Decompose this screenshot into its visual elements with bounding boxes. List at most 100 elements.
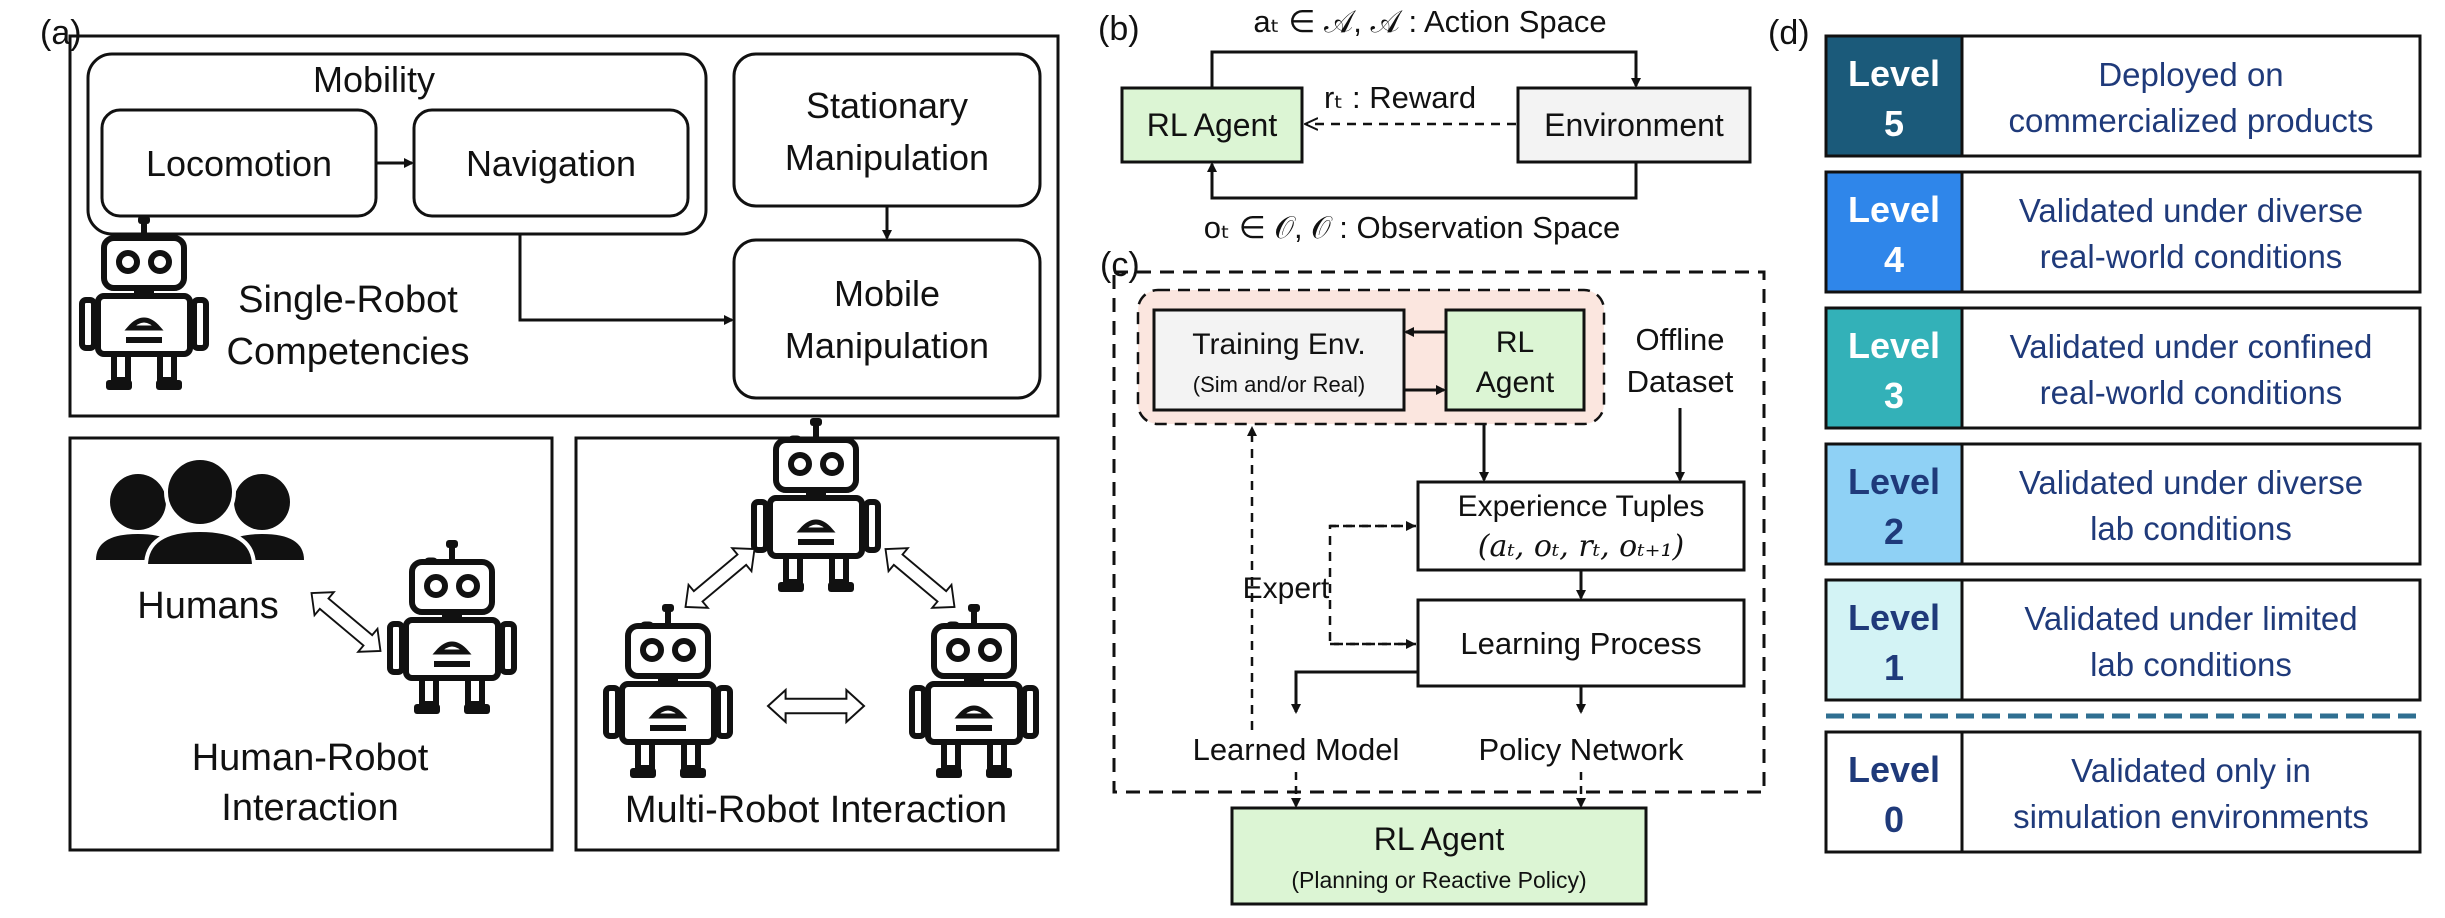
single-robot-panel (68, 34, 1060, 418)
learning-process-box (1416, 598, 1746, 688)
observation-arrow (1207, 162, 1638, 200)
human-robot-panel (68, 436, 554, 852)
level-desc-line1: Validated under diverse (2019, 192, 2363, 229)
humans-label: Humans (137, 585, 279, 627)
level-desc-line2: simulation environments (2013, 798, 2369, 835)
hri-line2: Interaction (221, 787, 398, 829)
level-desc-line1: Validated under limited (2024, 600, 2357, 637)
multi-robot-left-icon (606, 604, 730, 778)
mobile-label-line1: Mobile (834, 273, 940, 314)
training-pipeline-frame (1112, 270, 1766, 794)
single-robot-line1: Single-Robot (238, 279, 458, 321)
top-right-arrow (874, 536, 966, 620)
multi-robot-top-icon (754, 418, 878, 592)
offline-dataset-line1: Offline (1635, 322, 1724, 357)
single-robot-icon (82, 216, 206, 390)
multi-robot-label: Multi-Robot Interaction (625, 789, 1007, 831)
level-row: Level 2 Validated under diverse lab conditi… (1824, 442, 2422, 566)
mobility-to-mobile-arrow (518, 234, 734, 325)
levels-table: Level 5 Deployed on commercialized products… (1824, 34, 2422, 854)
level-row: Level 5 Deployed on commercialized products (1824, 34, 2422, 158)
inner-rl-agent-box (1444, 308, 1586, 412)
stationary-label-line2: Manipulation (785, 137, 989, 178)
left-right-arrow (766, 688, 866, 724)
level-row: Level 1 Validated under limited lab conditi… (1824, 578, 2422, 702)
final-agent-line1: RL Agent (1374, 821, 1505, 857)
level-word: Level (1848, 597, 1940, 638)
multi-robot-right-icon (912, 604, 1036, 778)
level-number: 5 (1884, 103, 1904, 144)
action-space-label: aₜ ∈ 𝒜, 𝒜 : Action Space (1253, 4, 1606, 39)
panel-d-label: (d) (1768, 14, 1810, 52)
observation-space-label: oₜ ∈ 𝒪, 𝒪 : Observation Space (1204, 210, 1620, 245)
expert-bracket (1328, 524, 1416, 646)
level-desc-line2: real-world conditions (2040, 238, 2343, 275)
learned-model-label: Learned Model (1193, 732, 1400, 767)
top-left-arrow (674, 536, 766, 620)
level-description-box (1960, 34, 2422, 158)
inner-rl-line1: RL (1496, 326, 1534, 359)
navigation-label: Navigation (466, 143, 636, 184)
mobile-label-line2: Manipulation (785, 325, 989, 366)
expert-label: Expert (1243, 572, 1330, 605)
stationary-label-line1: Stationary (806, 85, 968, 126)
stationary-manipulation-box (732, 52, 1042, 208)
hri-robot-icon (390, 540, 514, 714)
panel-a-label: (a) (40, 14, 82, 52)
experience-line2: (aₜ, oₜ, rₜ, oₜ₊₁) (1478, 529, 1684, 564)
mobility-label: Mobility (313, 59, 435, 100)
navigation-box (412, 108, 690, 218)
reward-label: rₜ : Reward (1324, 80, 1476, 115)
training-env-box (1152, 308, 1406, 412)
level-badge (1824, 730, 1964, 854)
human-robot-arrow (300, 580, 392, 664)
policy-network-label: Policy Network (1479, 732, 1684, 767)
level-row: Level 4 Validated under diverse real-world … (1824, 170, 2422, 294)
experience-tuples-box (1416, 480, 1746, 572)
level-word: Level (1848, 53, 1940, 94)
action-arrow (1210, 50, 1641, 88)
environment-box (1516, 86, 1752, 164)
level-row: Level 3 Validated under confined real-world… (1824, 306, 2422, 430)
level-number: 3 (1884, 375, 1904, 416)
mobile-manipulation-box (732, 238, 1042, 400)
final-agent-line2: (Planning or Reactive Policy) (1291, 867, 1586, 893)
level-badge (1824, 34, 1964, 158)
final-rl-agent-box (1230, 806, 1648, 906)
training-env-line1: Training Env. (1192, 328, 1365, 361)
humans-icon (96, 456, 304, 568)
level-description-box (1960, 442, 2422, 566)
offline-dataset-line2: Dataset (1627, 364, 1734, 399)
level-desc-line1: Validated only in (2071, 752, 2311, 789)
level-number: 0 (1884, 799, 1904, 840)
level-desc-line2: commercialized products (2009, 102, 2374, 139)
level-badge (1824, 442, 1964, 566)
mobility-group (86, 52, 708, 236)
level-desc-line1: Validated under confined (2010, 328, 2373, 365)
level-desc-line1: Validated under diverse (2019, 464, 2363, 501)
panel-c-label: (c) (1100, 246, 1140, 284)
level-description-box (1960, 578, 2422, 702)
level-desc-line2: lab conditions (2090, 646, 2292, 683)
inner-rl-line2: Agent (1476, 366, 1555, 399)
level-description-box (1960, 730, 2422, 854)
level-word: Level (1848, 461, 1940, 502)
level-desc-line2: real-world conditions (2040, 374, 2343, 411)
level-word: Level (1848, 325, 1940, 366)
learning-process-label: Learning Process (1460, 626, 1701, 661)
level-number: 4 (1884, 239, 1904, 280)
level-description-box (1960, 170, 2422, 294)
level-word: Level (1848, 189, 1940, 230)
level-badge (1824, 578, 1964, 702)
level-number: 2 (1884, 511, 1904, 552)
experience-line1: Experience Tuples (1458, 490, 1705, 523)
level-desc-line2: lab conditions (2090, 510, 2292, 547)
level-number: 1 (1884, 647, 1904, 688)
environment-label: Environment (1544, 107, 1724, 143)
rl-agent-box (1120, 86, 1304, 164)
hri-line1: Human-Robot (192, 737, 429, 779)
learning-to-model-arrow (1291, 670, 1418, 714)
level-desc-line1: Deployed on (2098, 56, 2283, 93)
